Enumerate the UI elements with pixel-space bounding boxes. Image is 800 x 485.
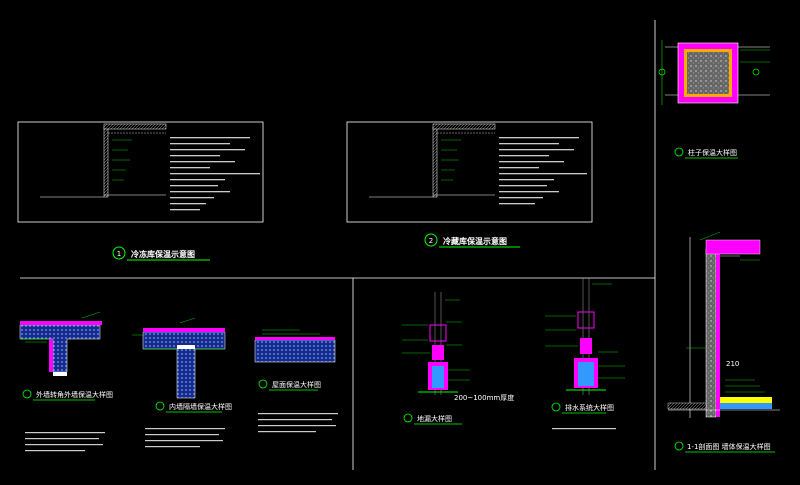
figure-6-title: 屋面保温大样图 — [272, 380, 321, 389]
figure-5-interior-wall: 内墙隔墙保温大样图 — [132, 317, 232, 448]
figure-3-title: 柱子保温大样图 — [688, 148, 737, 157]
figure-9-title: 1-1剖面图 墙体保温大样图 — [687, 442, 771, 451]
figure-4-title: 外墙转角外墙保温大样图 — [36, 390, 113, 399]
sheet-dividers — [20, 20, 656, 470]
figure-1-number: 1 — [117, 250, 121, 258]
figure-7-floor-drain: 200~100mm厚度 地漏大样图 — [402, 292, 514, 425]
figure-2-frame — [346, 121, 593, 223]
figure-2-title: 冷藏库保温示意图 — [443, 236, 507, 246]
figure-9-wall-section: 210 1-1剖面图 墙体保温大样图 — [667, 231, 780, 453]
figure-5-title: 内墙隔墙保温大样图 — [169, 402, 232, 411]
figure-1-freezer-insulation: 1 冷冻库保温示意图 — [17, 121, 264, 261]
figure-2-number-bubble — [424, 233, 438, 247]
figure-2-cold-storage-insulation: 2 冷藏库保温示意图 — [346, 121, 593, 248]
wall-height-annotation: 210 — [726, 360, 739, 368]
figure-8-drain-system: 排水系统大样图 — [545, 278, 625, 430]
figure-1-title: 冷冻库保温示意图 — [131, 249, 195, 259]
figure-8-title: 排水系统大样图 — [565, 403, 614, 412]
figure-1-frame — [17, 121, 264, 223]
figure-1-number-bubble — [112, 246, 126, 260]
figure-4-exterior-corner: 外墙转角外墙保温大样图 — [19, 311, 113, 452]
figure-7-title: 地漏大样图 — [417, 414, 452, 423]
drain-range-annotation: 200~100mm厚度 — [454, 393, 514, 402]
figure-6-roof-insulation: 屋面保温大样图 — [254, 329, 338, 433]
figure-2-number: 2 — [429, 237, 433, 245]
figure-3-column-detail: 柱子保温大样图 — [658, 40, 770, 159]
